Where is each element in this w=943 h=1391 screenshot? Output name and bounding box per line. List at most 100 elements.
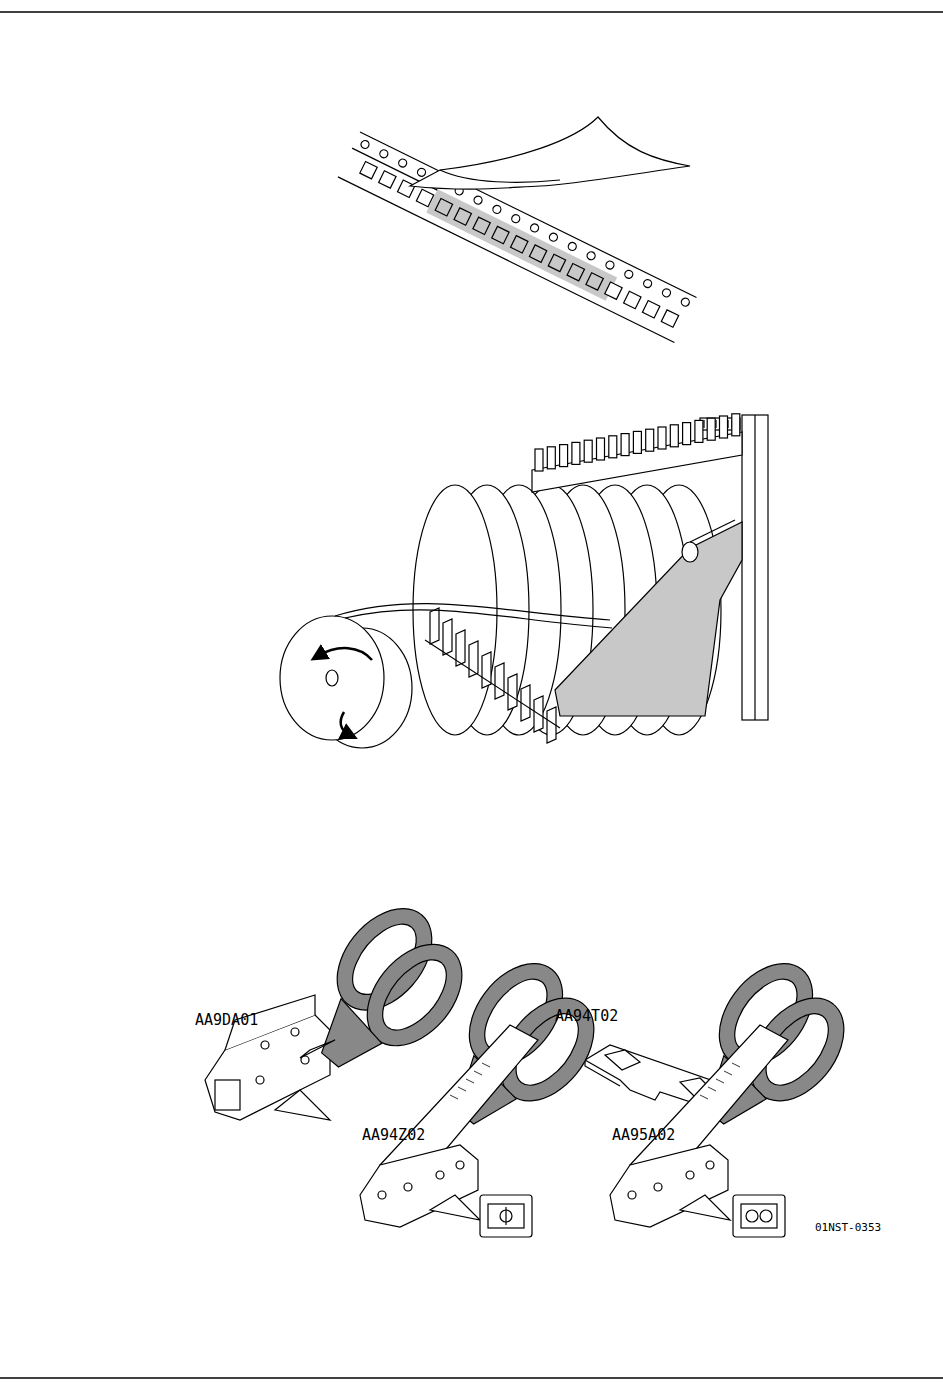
plate-marking	[708, 1087, 716, 1091]
symbol-box	[488, 1204, 524, 1228]
component-pocket	[567, 263, 584, 280]
rail-tooth	[646, 429, 654, 451]
component-pocket	[492, 226, 509, 243]
sprocket-hole	[605, 260, 616, 271]
part-number: AA9DA01	[195, 1012, 258, 1029]
plate-marking	[732, 1063, 740, 1067]
rail-tooth	[670, 425, 678, 447]
slot-comb	[443, 619, 452, 655]
rail-tooth	[535, 449, 543, 471]
rail-tooth	[621, 434, 629, 456]
sprocket-hole	[529, 223, 540, 234]
tape-edge	[338, 177, 674, 343]
cover-tape-fold	[440, 170, 560, 182]
component-pocket	[529, 245, 546, 262]
plate-marking	[458, 1087, 466, 1091]
symbol-box	[480, 1195, 532, 1237]
component-pocket	[605, 282, 622, 299]
reel-hub	[326, 670, 338, 686]
guide-plate	[555, 522, 742, 716]
page-rule	[0, 11, 943, 13]
cutter-screw	[654, 1183, 662, 1191]
rail-tooth	[683, 423, 691, 445]
plate-clip	[605, 1050, 640, 1070]
component-pocket	[624, 291, 641, 308]
component-pocket	[511, 236, 528, 253]
tape-symbol	[733, 1195, 785, 1237]
plate-marking	[716, 1079, 724, 1083]
component-pocket	[416, 189, 433, 206]
plate-marking	[700, 1095, 708, 1099]
sprocket-hole	[378, 148, 389, 159]
plate-marking	[450, 1095, 458, 1099]
component-pocket	[379, 171, 396, 188]
tape-symbol	[480, 1195, 532, 1237]
feeder-window-tick	[703, 420, 704, 428]
component-pocket	[586, 273, 603, 290]
plate-marking	[724, 1071, 732, 1075]
sprocket-hole	[360, 139, 371, 150]
component-pocket	[435, 199, 452, 216]
rail-tooth	[695, 420, 703, 442]
part-number: AA95A02	[612, 1127, 675, 1144]
feeder-bank	[280, 414, 768, 748]
cutter-block	[215, 1080, 240, 1110]
cutter-blade	[275, 1090, 330, 1120]
cutter-blade	[680, 1195, 730, 1220]
cutter-screw	[261, 1041, 269, 1049]
rail-tooth	[720, 416, 728, 438]
figure-number: 01NST-0353	[815, 1222, 881, 1234]
sprocket-hole	[397, 158, 408, 169]
handle-shank	[306, 999, 387, 1079]
rail-tooth	[547, 447, 555, 469]
cutter-screw	[628, 1191, 636, 1199]
roller	[682, 542, 698, 562]
rail-tooth	[609, 436, 617, 458]
rail-tooth	[633, 431, 641, 453]
slot-comb	[430, 608, 439, 644]
rail-tooth	[597, 438, 605, 460]
slot-comb	[508, 674, 517, 710]
slot-comb	[495, 663, 504, 699]
cutter-screw	[256, 1076, 264, 1084]
sprocket-hole	[510, 213, 521, 224]
cutter-screw	[378, 1191, 386, 1199]
sprocket-hole	[680, 297, 691, 308]
plate-marking	[474, 1071, 482, 1075]
blade	[300, 1040, 335, 1058]
symbol-hole	[746, 1210, 758, 1222]
cutter-screw	[456, 1161, 464, 1169]
peeled-cover-tape	[410, 117, 690, 189]
component-pocket	[397, 180, 414, 197]
top-rail	[532, 432, 742, 492]
sprocket-hole	[661, 287, 672, 298]
rail-tooth	[572, 442, 580, 464]
cutter-blade	[430, 1195, 480, 1220]
cutter-screw	[404, 1183, 412, 1191]
feeder-housing	[742, 415, 768, 720]
component-pocket	[473, 217, 490, 234]
symbol-line	[505, 1207, 506, 1225]
rotation-arrow	[341, 712, 350, 735]
rail-tooth	[707, 418, 715, 440]
plate-marking	[482, 1063, 490, 1067]
sprocket-hole	[548, 232, 559, 243]
sprocket-hole	[473, 195, 484, 206]
rail-tooth	[560, 445, 568, 467]
cutter-screw	[706, 1161, 714, 1169]
reel-face	[280, 616, 384, 740]
cutter-screw	[436, 1171, 444, 1179]
page-rule	[0, 1377, 943, 1379]
plate-marking	[466, 1079, 474, 1083]
component-pocket	[661, 310, 678, 327]
rail-tooth	[658, 427, 666, 449]
sprocket-hole	[567, 241, 578, 252]
component-pocket	[454, 208, 471, 225]
cutter-screw	[686, 1171, 694, 1179]
sprocket-hole	[623, 269, 634, 280]
component-pocket	[360, 161, 377, 178]
rail-tooth	[584, 440, 592, 462]
symbol-hole	[760, 1210, 772, 1222]
